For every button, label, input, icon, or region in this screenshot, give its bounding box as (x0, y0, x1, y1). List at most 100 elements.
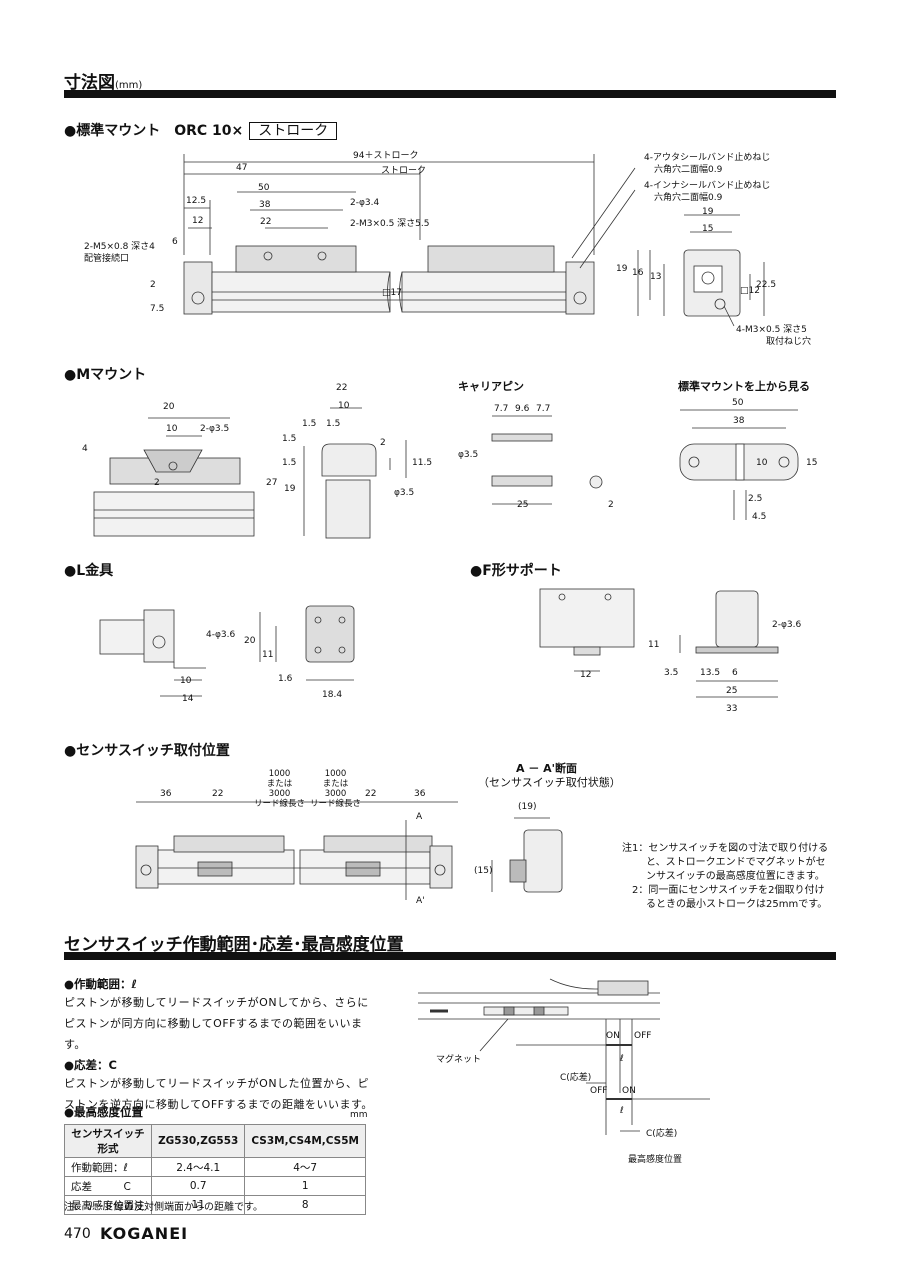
section-19: (19) (518, 802, 537, 812)
f-6: 6 (732, 668, 738, 678)
m-s2: 2 (380, 438, 386, 448)
f-25: 25 (726, 686, 738, 696)
carrier-pin-drawing (491, 415, 603, 505)
m-s1-5d: 1.5 (282, 458, 297, 468)
f-11: 11 (648, 640, 660, 650)
m-s19: 19 (284, 484, 296, 494)
table-cell: 2.4～4.1 (151, 1157, 246, 1177)
outer-hex: 六角穴二面幅0.9 (654, 165, 723, 175)
pin-9-6: 9.6 (515, 404, 530, 414)
dim-stroke: ストローク (381, 166, 427, 176)
end-19v: 19 (616, 264, 628, 274)
top-view-heading: 標準マウントを上から見る (678, 380, 810, 393)
l-18-4: 18.4 (322, 690, 343, 700)
page-number: 470 (64, 1226, 91, 1242)
table-cell: 8 (244, 1195, 366, 1215)
hysteresis-head: ●応差：C (64, 1058, 117, 1072)
end-16: 16 (632, 268, 644, 278)
m-4: 4 (82, 444, 88, 454)
f-13-5: 13.5 (700, 668, 721, 678)
table-unit: mm (350, 1110, 368, 1120)
l-14: 14 (182, 694, 194, 704)
pin-2: 2 (608, 500, 614, 510)
dim-12: 12 (192, 216, 204, 226)
m-s1-5c: 1.5 (282, 434, 297, 444)
standard-mount-heading: ●標準マウント ORC 10×ストローク (64, 120, 338, 140)
m-s11-5: 11.5 (412, 458, 433, 468)
pin-phi: φ3.5 (458, 450, 479, 460)
f-12: 12 (580, 670, 592, 680)
sensor-position-drawing (135, 801, 458, 900)
m-s22: 22 (336, 383, 348, 393)
m-mount-heading: ●Mマウント (64, 367, 147, 383)
sp-22a: 22 (212, 789, 224, 799)
max-sensitivity-label: 最高感度位置 (628, 1155, 683, 1165)
sp-36b: 36 (414, 789, 426, 799)
mount-hole: 取付ねじ穴 (766, 337, 812, 347)
dim-47: 47 (236, 163, 248, 173)
hole-phi: 2-φ3.4 (350, 198, 380, 208)
sp-22b: 22 (365, 789, 377, 799)
section-title: A － A'断面 (516, 762, 578, 775)
sensor-range-text: ●作動範囲：ℓ ピストンが移動してリードスイッチがONしてから、さらにピストンが… (64, 976, 374, 1115)
top-15: 15 (806, 458, 818, 468)
f-33: 33 (726, 704, 738, 714)
table-cell: 1 (244, 1176, 366, 1196)
f-support-drawing (539, 588, 779, 698)
dim-6: 6 (172, 237, 178, 247)
l-hole: 4-φ3.6 (206, 630, 236, 640)
m-s1-5a: 1.5 (302, 419, 317, 429)
table-cell: 0.7 (151, 1176, 246, 1196)
off-label-2: OFF (590, 1086, 608, 1096)
l-11: 11 (262, 650, 274, 660)
table-cell: 最高感度位置注 (63, 1195, 153, 1215)
table-cell: 作動範囲：ℓ (63, 1157, 153, 1177)
brand-logo: KOGANEI (100, 1224, 189, 1243)
dim-sq17: □17 (382, 288, 402, 298)
table-row: 応差 C 0.7 1 (63, 1176, 366, 1196)
top-2-5: 2.5 (748, 494, 763, 504)
sp-36a: 36 (160, 789, 172, 799)
end-22-5: 22.5 (756, 280, 777, 290)
l-label-1: ℓ (620, 1054, 624, 1064)
op-range-head: ●作動範囲：ℓ (64, 977, 137, 991)
sensor-notes: 注1：センサスイッチを図の寸法で取り付ける と、ストロークエンドでマグネットがセ… (622, 843, 829, 910)
top-10: 10 (756, 458, 768, 468)
table-cell: 応差 C (63, 1176, 153, 1196)
m-20: 20 (163, 402, 175, 412)
top-50: 50 (732, 398, 744, 408)
outer-seal: 4-アウタシールバンド止めねじ (644, 153, 771, 163)
l-20: 20 (244, 636, 256, 646)
sensor-range-rule (64, 952, 836, 960)
sensitivity-table: センサスイッチ形式 ZG530,ZG553 CS3M,CS4M,CS5M 作動範… (63, 1124, 366, 1215)
m-10: 10 (166, 424, 178, 434)
m-hole: 2-φ3.5 (200, 424, 230, 434)
table-cell: 11 (151, 1195, 246, 1215)
thread-m3: 2-M3×0.5 深さ5.5 (350, 219, 430, 229)
off-label-1: OFF (634, 1031, 652, 1041)
carrier-pin-heading: キャリアピン (458, 380, 524, 393)
top-4-5: 4.5 (752, 512, 767, 522)
title-rule (64, 90, 836, 98)
mark-a2: A' (416, 896, 425, 906)
section-subtitle: （センサスイッチ取付状態） (478, 776, 621, 789)
top-view-drawing (679, 409, 799, 520)
sensor-position-heading: ●センサスイッチ取付位置 (64, 743, 230, 759)
m-2: 2 (154, 478, 160, 488)
m-s1-5b: 1.5 (326, 419, 341, 429)
table-header: ZG530,ZG553 (151, 1124, 246, 1158)
dim-22: 22 (260, 217, 272, 227)
dim-7-5: 7.5 (150, 304, 165, 314)
m-mount-drawing (93, 407, 407, 539)
title-unit: (mm) (115, 80, 143, 91)
f-hole: 2-φ3.6 (772, 620, 802, 630)
table-header: CS3M,CS4M,CS5M (244, 1124, 366, 1158)
magnet-label: マグネット (436, 1055, 482, 1065)
inner-hex: 六角穴二面幅0.9 (654, 193, 723, 203)
l-1-6: 1.6 (278, 674, 293, 684)
dim-50: 50 (258, 183, 270, 193)
page-title: 寸法図(mm) (64, 73, 143, 93)
l-label-2: ℓ (620, 1106, 624, 1116)
pin-25: 25 (517, 500, 529, 510)
pin-7-7a: 7.7 (494, 404, 509, 414)
